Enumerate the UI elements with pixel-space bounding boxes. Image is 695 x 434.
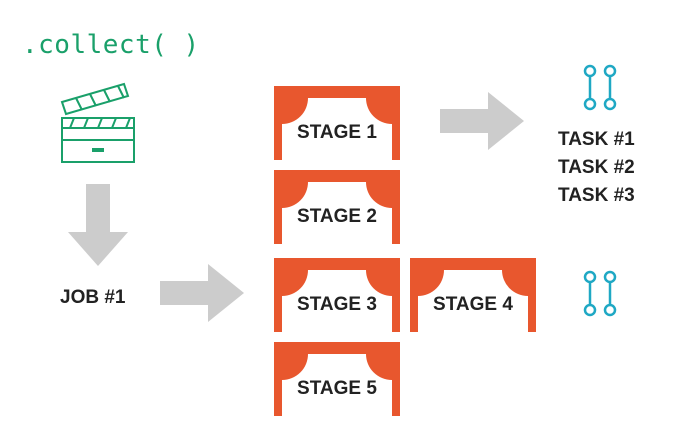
clapperboard-icon bbox=[60, 82, 135, 163]
stage-label: STAGE 1 bbox=[297, 122, 377, 143]
task-label: TASK #1 bbox=[558, 129, 635, 150]
task-list: TASK #1 TASK #2 TASK #3 bbox=[558, 126, 635, 210]
stage-label: STAGE 2 bbox=[297, 206, 377, 227]
arrow-down-icon bbox=[68, 184, 128, 266]
stage-3-box: STAGE 3 bbox=[274, 258, 400, 332]
task-label: TASK #2 bbox=[558, 157, 635, 178]
job-label: JOB #1 bbox=[60, 287, 126, 308]
stage-5-box: STAGE 5 bbox=[274, 342, 400, 416]
stage-label: STAGE 4 bbox=[433, 294, 513, 315]
collect-code-label: .collect( ) bbox=[22, 30, 200, 60]
stage-4-box: STAGE 4 bbox=[410, 258, 536, 332]
arrow-right-icon bbox=[440, 92, 524, 150]
task-graph-icon bbox=[583, 64, 617, 111]
task-graph-icon bbox=[583, 270, 617, 317]
stage-1-box: STAGE 1 bbox=[274, 86, 400, 160]
task-label: TASK #3 bbox=[558, 185, 635, 206]
stage-2-box: STAGE 2 bbox=[274, 170, 400, 244]
stage-label: STAGE 5 bbox=[297, 378, 377, 399]
arrow-right-icon bbox=[160, 264, 244, 322]
stage-label: STAGE 3 bbox=[297, 294, 377, 315]
